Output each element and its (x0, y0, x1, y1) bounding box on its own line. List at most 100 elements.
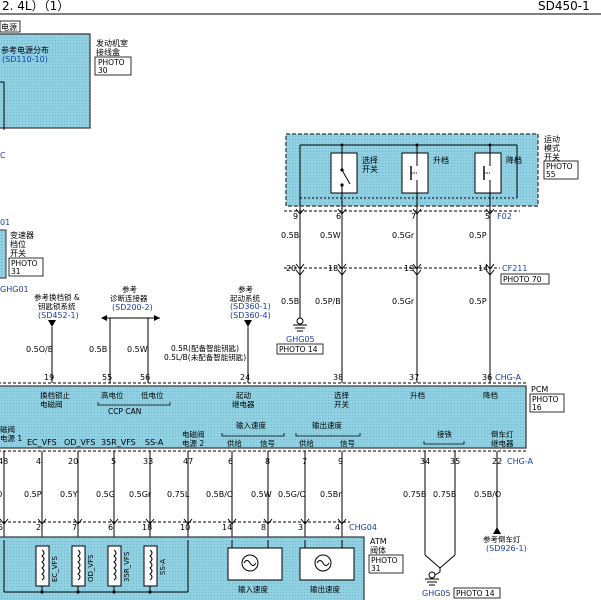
pcm-label-output-speed: 输出速度 (312, 420, 342, 430)
sport-switch-title-3: 开关 (544, 152, 560, 162)
pcm-photo-2: 16 (532, 403, 542, 412)
ref-immobilizer-label-1: 参考换档锁 & (34, 292, 80, 302)
ghg05-bottom-label: GHG05 (422, 589, 451, 598)
wire-lower-8: 0.5W (251, 490, 272, 499)
pcm-label-supply-1: 供给 (227, 438, 242, 448)
wire-mid-4: 0.5P (469, 297, 487, 306)
cf211-pin-3: 19 (404, 264, 414, 273)
ref-immobilizer-label-2: 钥匙锁系统 (38, 301, 76, 311)
pcm-bpin-33: 33 (143, 457, 153, 466)
atm-input-speed: 输入速度 (238, 584, 268, 594)
pcm-name: PCM (531, 385, 548, 394)
pcm-label-input-speed: 输入速度 (236, 420, 266, 430)
pcm-label-signal-2: 信号 (340, 438, 355, 448)
chg04-pin-10: 10 (180, 523, 190, 532)
pcm-module: 19 55 56 24 38 37 36 CHG-A 换档锁止 电磁阀 高电位 … (0, 373, 565, 452)
pcm-label-ssa: SS-A (145, 438, 164, 447)
pcm-bpin-6: 6 (228, 457, 233, 466)
range-switch-label-1: 变速器 (10, 230, 34, 240)
atm-vfs-ec: EC_VFS (51, 555, 59, 582)
wire-24a: 0.5R(配备智能钥匙) (171, 343, 239, 353)
cf211-pin-2: 18 (328, 264, 338, 273)
power-ref-code[interactable]: (SD110-10) (2, 55, 48, 64)
wire-lower-4: 0.5G (96, 490, 115, 499)
header-title-right: SD450-1 (538, 0, 590, 13)
ref-immobilizer: 参考换档锁 & 钥匙锁系统 (SD452-1) 0.5O/B (26, 292, 80, 383)
ref-start-code-2[interactable]: (SD360-4) (230, 311, 271, 320)
pcm-bpin-20: 20 (68, 457, 78, 466)
pcm-label-od: OD_VFS (64, 438, 95, 447)
header-title-left: 2. 4L）（1） (2, 0, 69, 13)
pcm-connector-bottom: CHG-A (507, 457, 534, 466)
ref-immobilizer-code[interactable]: (SD452-1) (38, 311, 79, 320)
f02-pin-1: 9 (293, 212, 298, 221)
wire-upper-3: 0.5Gr (392, 231, 415, 240)
reverse-ref-arrow (493, 527, 501, 534)
pcm-connector-top: CHG-A (495, 373, 522, 382)
power-c-label: C (0, 151, 6, 160)
power-ref-label: 参考电源分布 (1, 45, 49, 55)
wire-upper-1: 0.5B (281, 231, 299, 240)
pcm-pin-55: 55 (102, 373, 112, 382)
range-switch-label-3: 开关 (10, 248, 26, 258)
wire-lower-13: 0.5B/O (474, 490, 501, 499)
wire-lower-9: 0.5G/O (278, 490, 306, 499)
wire-55: 0.5B (89, 345, 107, 354)
switch-wires (295, 206, 495, 383)
chg04-pin-8: 8 (261, 523, 266, 532)
pcm-label-select-2: 开关 (334, 399, 349, 409)
wire-19: 0.5O/B (26, 345, 53, 354)
ref-start-code-1[interactable]: (SD360-1) (230, 302, 271, 311)
pcm-pin-38: 38 (333, 373, 343, 382)
atm-photo-1: PHOTO (371, 556, 398, 565)
pcm-photo-1: PHOTO (532, 395, 559, 404)
f02-label: F02 (497, 212, 512, 221)
sport-switch-title-1: 运动 (544, 134, 560, 144)
connector-f02: 9 6 7 5 F02 (284, 210, 520, 221)
wire-lower-1: O (0, 490, 2, 499)
ref-diag-label-2: 诊断连接器 (110, 293, 148, 303)
ref-starting: 参考 起动系统 (SD360-1) (SD360-4) 0.5R(配备智能钥匙)… (164, 284, 271, 383)
pcm-label-up: 升档 (410, 390, 425, 400)
f02-pin-4: 5 (485, 212, 490, 221)
pcm-label-solenoid2-2: 电源 2 (182, 438, 204, 448)
wire-lower-3: 0.5Y (60, 490, 78, 499)
wire-24b: 0.5L/B(未配备智能钥匙) (164, 352, 246, 362)
pcm-pin-19: 19 (44, 373, 54, 382)
wire-mid-1: 0.5B (281, 297, 299, 306)
pcm-label-35r: 35R_VFS (101, 438, 136, 447)
power-tag: 电源 (1, 22, 17, 32)
ground-ghg05-bottom: GHG05 PHOTO 14 (422, 571, 501, 599)
lower-wires (0, 451, 498, 572)
cf211-pin-1: 20 (286, 264, 296, 273)
chg04-pin-2: 2 (36, 523, 41, 532)
chg04-pin-18: 18 (142, 523, 152, 532)
wire-lower-6: 0.75L (167, 490, 190, 499)
ref-start-label-2: 起动系统 (230, 293, 260, 303)
atm-vfs-35r: 35R_VFS (123, 551, 131, 582)
pcm-label-solenoid-1: 磁阀 (0, 424, 15, 434)
engine-room-photo-1: PHOTO (98, 58, 125, 67)
pcm-label-shiftlock-1: 换档锁止 (40, 390, 70, 400)
wire-upper-4: 0.5P (469, 231, 487, 240)
ghg05-top-label: GHG05 (286, 335, 315, 344)
ref-diag-code[interactable]: (SD200-2) (112, 303, 153, 312)
pcm-bottom-pins: 48 4 20 5 33 47 6 8 7 9 34 35 22 CHG-A (0, 457, 534, 466)
wire-upper-2: 0.5W (320, 231, 341, 240)
atm-vfs-od: OD_VFS (87, 554, 95, 582)
pcm-pin-24: 24 (240, 373, 250, 382)
reverse-ref-code[interactable]: (SD926-1) (486, 544, 527, 553)
select-switch-label-2: 开关 (362, 164, 378, 174)
ref-start-label-1: 参考 (238, 284, 253, 294)
range-switch-photo-2: 31 (11, 267, 21, 276)
pcm-label-solenoid2-1: 电磁阀 (182, 429, 205, 439)
sport-mode-switch: 选择 开关 升档 降档 运动 模式 开关 PHOTO 55 (285, 133, 579, 207)
sport-switch-photo-2: 55 (546, 170, 556, 179)
pcm-label-select-1: 选择 (334, 390, 349, 400)
chg04-pin-3: 3 (298, 523, 303, 532)
chg04-pin-4: 4 (335, 523, 340, 532)
reverse-ref-label: 参考倒车灯 (483, 534, 521, 544)
pcm-bpin-9: 9 (338, 457, 343, 466)
pcm-label-high: 高电位 (101, 390, 124, 400)
